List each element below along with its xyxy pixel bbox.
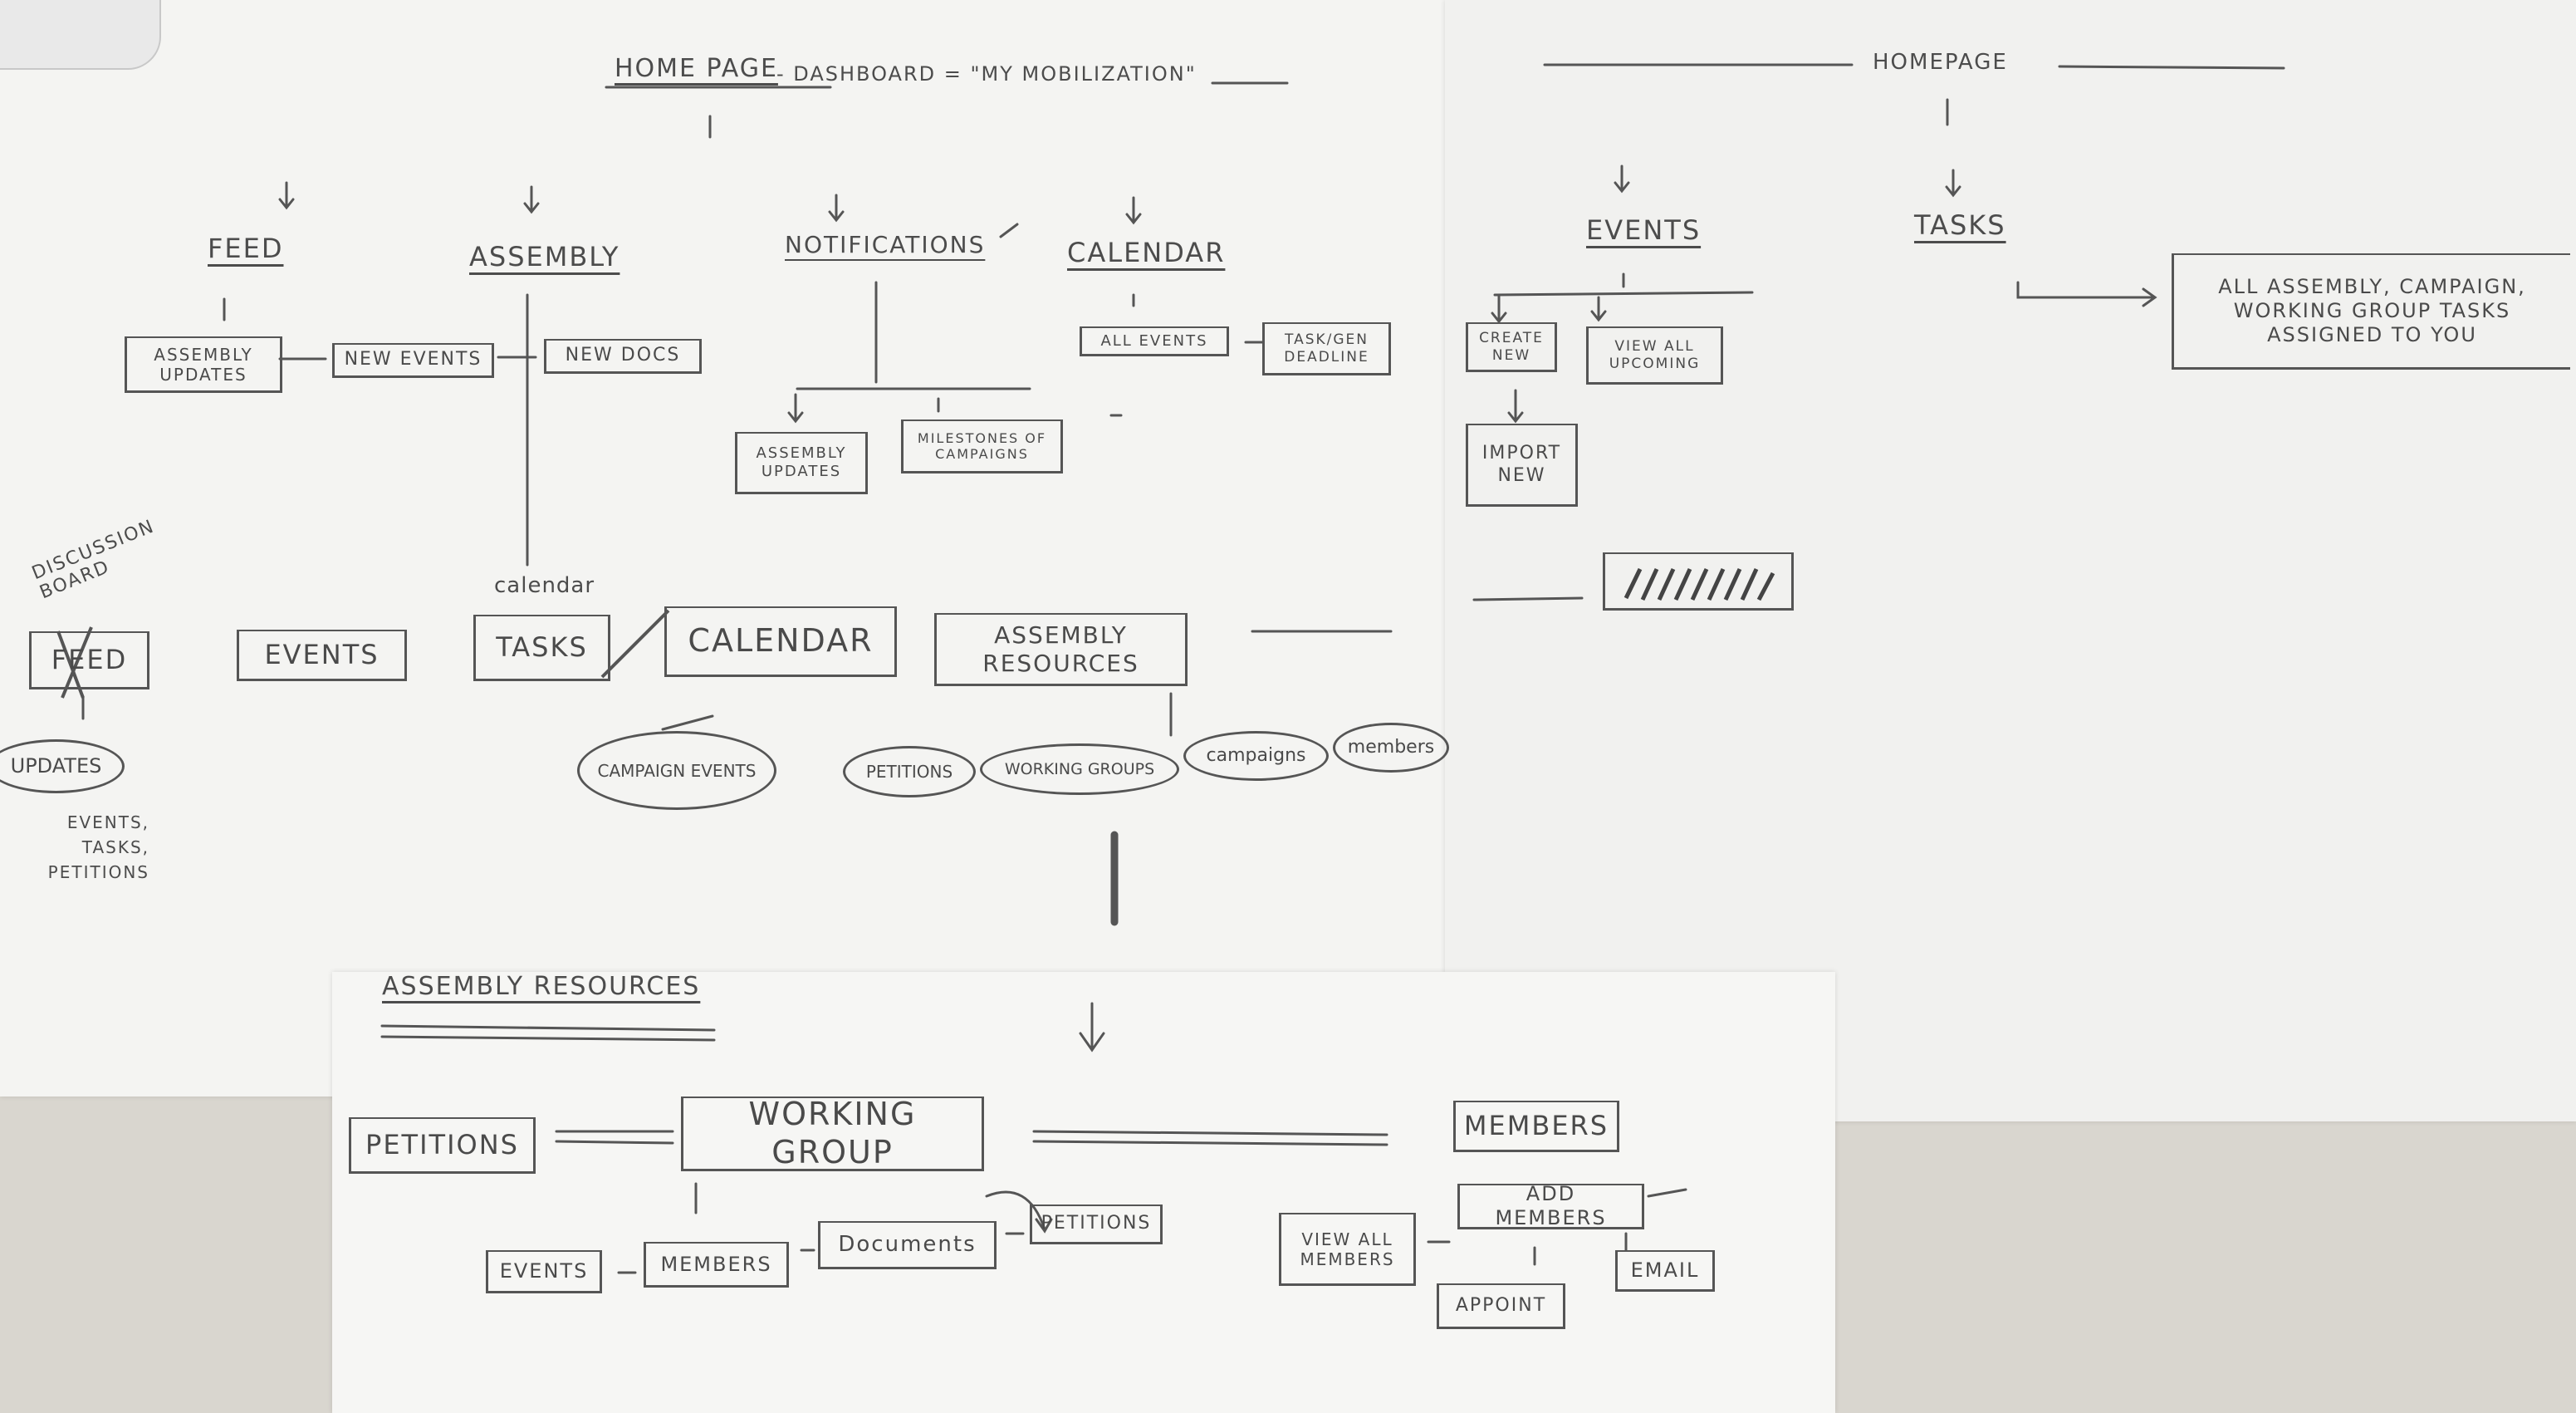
calendar-note: calendar — [494, 573, 595, 598]
campaigns-oval: campaigns — [1183, 731, 1329, 781]
tasks-heading: TASKS — [1914, 209, 2006, 241]
left-sheet — [0, 0, 1453, 1097]
assembly-updates-box: ASSEMBLY UPDATES — [125, 336, 282, 393]
tasks-note-box: ALL ASSEMBLY, CAMPAIGN, WORKING GROUP TA… — [2172, 253, 2570, 370]
wg-events-box: EVENTS — [486, 1250, 602, 1293]
laptop-corner — [0, 0, 161, 70]
events-box: EVENTS — [237, 630, 407, 681]
right-sheet — [1445, 0, 2576, 1121]
view-all-members-box: VIEW ALL MEMBERS — [1279, 1213, 1416, 1286]
hatched-box — [1603, 552, 1794, 611]
dashboard-subtitle: - DASHBOARD = "MY MOBILIZATION" — [776, 62, 1197, 86]
feed-heading: FEED — [208, 233, 284, 264]
working-group-box: WORKING GROUP — [681, 1096, 984, 1171]
new-docs-box: NEW DOCS — [544, 339, 702, 374]
members-oval: members — [1333, 723, 1449, 773]
assembly-resources-box: ASSEMBLY RESOURCES — [934, 613, 1188, 686]
task-gen-deadline-box: TASK/GEN DEADLINE — [1262, 322, 1391, 375]
email-box: EMAIL — [1615, 1250, 1715, 1292]
new-events-box: NEW EVENTS — [332, 343, 494, 378]
appoint-box: APPOINT — [1437, 1283, 1565, 1329]
notif-assembly-updates-box: ASSEMBLY UPDATES — [735, 432, 868, 494]
members-box: MEMBERS — [1453, 1101, 1619, 1152]
petitions-box: PETITIONS — [349, 1117, 536, 1174]
assembly-resources-title: ASSEMBLY RESOURCES — [382, 972, 701, 1001]
homepage-title: HOMEPAGE — [1873, 50, 2008, 75]
add-members-box: ADD MEMBERS — [1457, 1182, 1644, 1229]
wg-petitions-box: PETITIONS — [1030, 1204, 1163, 1244]
events-heading: EVENTS — [1586, 214, 1702, 246]
wg-documents-box: Documents — [818, 1221, 997, 1269]
wg-members-box: MEMBERS — [644, 1242, 789, 1288]
feed-box: FEED — [29, 631, 149, 689]
working-groups-oval: WORKING GROUPS — [980, 743, 1179, 795]
view-all-upcoming-box: VIEW ALL UPCOMING — [1586, 326, 1723, 385]
assembly-heading: ASSEMBLY — [469, 241, 620, 272]
campaign-events-oval: CAMPAIGN EVENTS — [577, 731, 776, 810]
calendar-heading: CALENDAR — [1067, 237, 1226, 268]
updates-oval: UPDATES — [0, 739, 125, 793]
tasks-box: TASKS — [473, 615, 610, 681]
import-new-box: IMPORT NEW — [1466, 424, 1578, 507]
all-events-box: ALL EVENTS — [1080, 326, 1229, 356]
notifications-heading: NOTIFICATIONS — [785, 231, 986, 258]
updates-note: EVENTS, TASKS, PETITIONS — [47, 812, 149, 882]
create-new-box: CREATE NEW — [1466, 322, 1557, 372]
home-page-title: HOME PAGE — [615, 54, 778, 83]
petitions-oval: PETITIONS — [843, 746, 976, 797]
bottom-sheet — [332, 972, 1835, 1413]
milestones-box: MILESTONES OF CAMPAIGNS — [901, 419, 1063, 473]
calendar-box: CALENDAR — [664, 606, 897, 677]
